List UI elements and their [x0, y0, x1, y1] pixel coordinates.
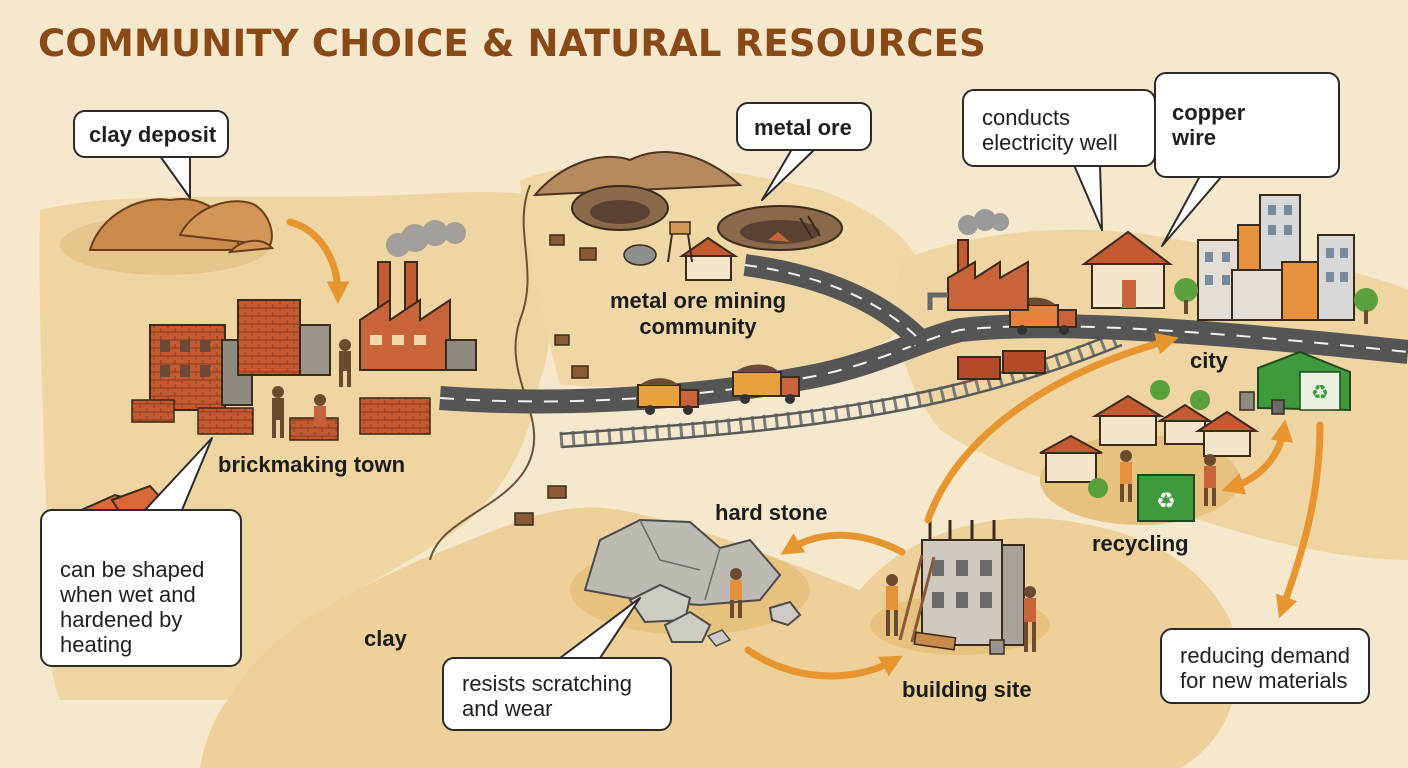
label-city: city — [1190, 348, 1228, 373]
metal-ore-mine — [514, 151, 843, 526]
callout-clay-deposit: clay deposit — [73, 110, 229, 158]
clay-deposit-mounds — [60, 198, 274, 275]
arrow-stone-to-site — [744, 646, 903, 680]
brickmaking-town-buildings — [131, 220, 477, 441]
flow-arrows — [286, 218, 1324, 680]
railway-track — [559, 330, 1123, 449]
callout-conducts-electricity: conducts electricity well — [962, 89, 1156, 167]
label-hard-stone: hard stone — [715, 500, 828, 525]
arrow-recycling-loop — [1221, 419, 1294, 495]
ore-trucks — [637, 297, 1077, 415]
callout-resists-scratching: resists scratching and wear — [442, 657, 672, 731]
label-metal-ore-mining-community: metal ore mining community — [609, 288, 787, 339]
arrow-site-to-city — [924, 332, 1179, 524]
svg-text:♻: ♻ — [1156, 489, 1176, 514]
arrow-site-to-stone — [780, 531, 906, 556]
label-recycling: recycling — [1092, 531, 1189, 556]
callout-tails — [144, 148, 1223, 659]
city-factory — [927, 209, 1029, 311]
callout-metal-ore: metal ore — [736, 102, 872, 151]
callout-copper-wire: copper wire — [1154, 72, 1340, 178]
callout-can-be-shaped: can be shaped when wet and hardened by h… — [40, 509, 242, 667]
label-clay: clay — [364, 626, 407, 651]
callout-reducing-demand: reducing demand for new materials — [1160, 628, 1370, 704]
svg-text:♻: ♻ — [1311, 380, 1329, 404]
page-title: COMMUNITY CHOICE & NATURAL RESOURCES — [38, 22, 987, 65]
label-brickmaking-town: brickmaking town — [218, 452, 406, 477]
arrow-to-reduced-demand — [1276, 421, 1324, 619]
city-skyline — [1080, 194, 1378, 324]
building-site-structure — [870, 520, 1050, 655]
road-network — [439, 254, 1408, 414]
arrow-clay-to-town — [286, 218, 350, 304]
label-building-site: building site — [902, 677, 1032, 702]
